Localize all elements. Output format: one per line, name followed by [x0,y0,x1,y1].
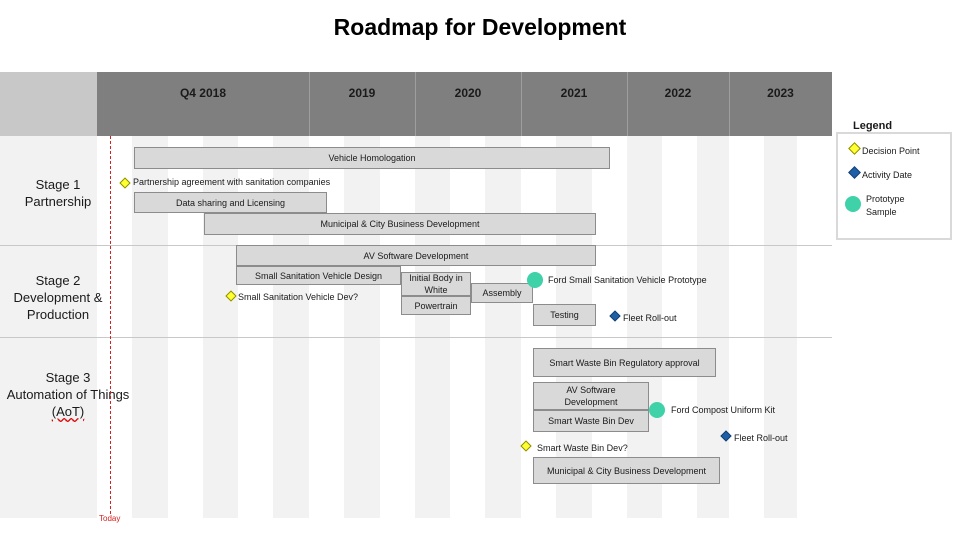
milestone-small-sanitation-dev: Small Sanitation Vehicle Dev? [238,292,359,302]
bar-smart-bin-dev[interactable]: Smart Waste Bin Dev [533,410,649,432]
legend-activity-date-label: Activity Date [862,170,913,180]
bar-av-software-dev-1[interactable]: AV Software Development [236,245,596,266]
bar-municipal-business-dev-1[interactable]: Municipal & City Business Development [204,213,596,235]
column-stripe [97,136,132,518]
prototype-sample-circle [649,402,665,418]
stage-2-label: Stage 2 Development & Production [0,272,116,323]
bar-powertrain[interactable]: Powertrain [401,296,471,315]
milestone-ford-prototype: Ford Small Sanitation Vehicle Prototype [548,275,707,285]
stage-3-label: Stage 3 Automation of Things (AoT) [0,369,136,420]
legend-decision-point-label: Decision Point [862,146,920,156]
column-stripe [521,136,556,518]
stage-2-name-line1: Development & [13,290,103,305]
today-line [110,136,111,514]
column-label-2021: 2021 [560,86,588,100]
milestone-smart-bin-dev-q: Smart Waste Bin Dev? [537,443,628,453]
bar-assembly[interactable]: Assembly [471,283,533,303]
column-label-2023: 2023 [767,86,794,100]
stage-3-name-line1: Automation of Things [6,387,130,402]
column-divider [521,72,522,136]
column-divider [627,72,628,136]
bar-municipal-business-dev-2[interactable]: Municipal & City Business Development [533,457,720,484]
legend-title: Legend [849,120,897,132]
column-divider [415,72,416,136]
column-label-2019: 2019 [348,86,376,100]
column-stripe [450,136,485,518]
legend-prototype-sample-icon [845,196,861,212]
timeline-header [97,72,832,136]
prototype-sample-circle [527,272,543,288]
milestone-ford-compost: Ford Compost Uniform Kit [671,405,776,415]
stage-2-number: Stage 2 [35,273,81,288]
column-divider [309,72,310,136]
bar-small-sanitation-design[interactable]: Small Sanitation Vehicle Design [236,266,401,285]
column-stripe [592,136,627,518]
bar-smart-bin-regulatory[interactable]: Smart Waste Bin Regulatory approval [533,348,716,377]
stage-2-name-line2: Production [26,307,90,322]
bar-testing[interactable]: Testing [533,304,596,326]
stage-3-number: Stage 3 [45,370,91,385]
stage-3-name-line2: (AoT) [51,404,85,419]
stage-1-number: Stage 1 [35,177,81,192]
column-stripe [797,136,832,518]
legend-prototype-sample-label: Prototype Sample [866,194,905,217]
bar-initial-body-in-white[interactable]: Initial Body in White [401,272,471,296]
column-stripe [662,136,697,518]
column-label-q4-2018: Q4 2018 [179,86,227,100]
stage-1-label: Stage 1 Partnership [0,176,116,210]
milestone-partnership-agreement: Partnership agreement with sanitation co… [133,177,331,187]
column-divider [729,72,730,136]
page-title: Roadmap for Development [333,14,627,40]
column-stripe [380,136,415,518]
header-corner [0,72,97,136]
column-stripe [729,136,764,518]
milestone-fleet-rollout-2: Fleet Roll-out [734,433,788,443]
column-label-2020: 2020 [454,86,482,100]
bar-data-sharing[interactable]: Data sharing and Licensing [134,192,327,213]
bar-vehicle-homologation[interactable]: Vehicle Homologation [134,147,610,169]
stage-divider [0,337,832,338]
today-label: Today [99,514,121,523]
column-label-2022: 2022 [664,86,692,100]
bar-av-software-dev-2[interactable]: AV Software Development [533,382,649,410]
stage-1-name: Partnership [24,194,92,209]
milestone-fleet-rollout-1: Fleet Roll-out [623,313,677,323]
